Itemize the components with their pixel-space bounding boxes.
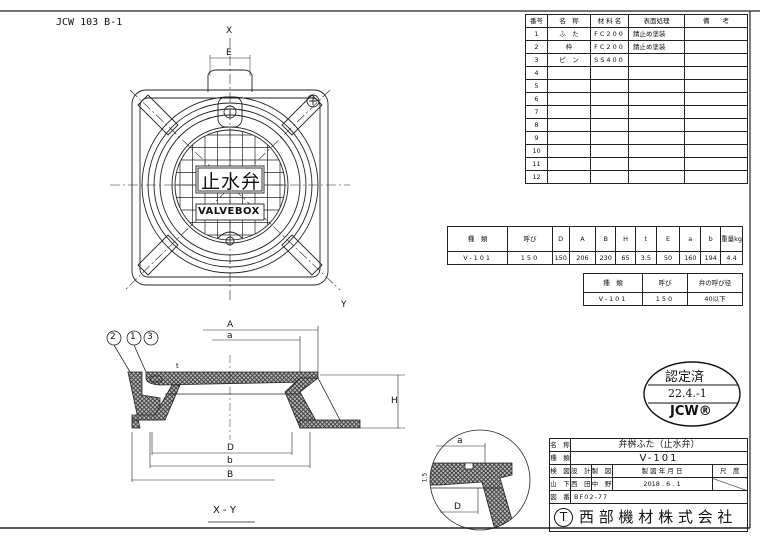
logo-icon xyxy=(223,105,237,119)
diagonal-bars xyxy=(137,94,323,276)
date-value: 2018 . 6 . 1 xyxy=(611,477,713,491)
pin-icon xyxy=(149,375,163,383)
cover-text-jp: 止水弁 xyxy=(201,171,262,193)
table-cell: 150 xyxy=(507,251,553,265)
header-cell: 重量kg xyxy=(720,226,743,252)
company-logo-icon: T xyxy=(554,508,573,527)
axis-y-label: Y xyxy=(341,300,347,310)
part-marker-1: 1 xyxy=(130,332,136,342)
company-name: 西 部 機 材 株 式 会 社 xyxy=(579,508,733,526)
dim-b: b xyxy=(227,456,233,466)
part-marker-3: 3 xyxy=(147,332,153,342)
drawing-no: BF02-77 xyxy=(570,490,748,504)
detail-dim-d: D xyxy=(454,502,461,512)
design-label: 設 計 xyxy=(570,464,592,478)
table-cell: 12 xyxy=(525,170,548,184)
dim-A: A xyxy=(227,320,234,330)
dim-e-label: E xyxy=(226,48,232,58)
type-label: 種 類 xyxy=(549,451,571,465)
dimension-lines xyxy=(131,326,405,482)
table-cell: 150 xyxy=(551,251,570,265)
table-cell: 206 xyxy=(568,251,597,265)
stamp-line2: 22.4.-1 xyxy=(668,387,707,400)
table-row: 6 xyxy=(525,92,748,106)
name-label: 名 称 xyxy=(549,438,571,452)
checker: 山 下 xyxy=(549,477,571,491)
check-label: 検 図 xyxy=(549,464,571,478)
en-text-box xyxy=(195,203,265,221)
dim-B: B xyxy=(227,470,234,480)
stamp-line1: 認定済 xyxy=(665,370,705,385)
outer-ring xyxy=(141,96,319,274)
table-row: 10 xyxy=(525,144,748,158)
dim-a: a xyxy=(227,331,233,341)
table-cell: 40以下 xyxy=(687,292,743,306)
grid-circle xyxy=(171,126,289,244)
name-value: 弁桝ふた（止水弁） xyxy=(570,438,748,452)
lock-icon xyxy=(306,94,320,108)
title-block: 名 称 弁桝ふた（止水弁） 種 類 V-101 検 図 設 計 製 図 製 図 … xyxy=(549,438,748,532)
hinge-lug xyxy=(207,69,253,92)
part-markers xyxy=(106,330,159,373)
drafter: 中 野 xyxy=(590,477,613,491)
draft-label: 製 図 xyxy=(590,464,613,478)
axis-x-label: X xyxy=(226,26,233,36)
type-value: V-101 xyxy=(570,451,748,465)
dim-D: D xyxy=(227,443,234,453)
scale-label: 尺 度 xyxy=(711,464,748,478)
scale-value xyxy=(711,477,748,491)
part-marker-2: 2 xyxy=(110,332,116,342)
table-cell: V-101 xyxy=(446,251,509,265)
header-cell: 呼び xyxy=(507,226,553,252)
table-row: 11 xyxy=(525,157,748,171)
date-label: 製 図 年 月 日 xyxy=(611,464,713,478)
dim-t: t xyxy=(176,362,179,370)
cover-text-en: VALVEBOX xyxy=(198,206,260,217)
table-cell: 4.4 xyxy=(720,251,743,265)
dim-H: H xyxy=(391,396,398,406)
table-cell xyxy=(684,170,748,184)
keyhole-icon xyxy=(225,236,235,246)
table-cell: 230 xyxy=(595,251,617,265)
table-cell: 194 xyxy=(700,251,722,265)
designer: 西 田 xyxy=(570,477,592,491)
table-row: 12 xyxy=(525,170,748,184)
stamp-line3: JCW® xyxy=(670,404,712,419)
table-row: 7 xyxy=(525,105,748,119)
drawing-no-label: 図 番 xyxy=(549,490,571,504)
section-title: X - Y xyxy=(213,505,236,516)
square-frame xyxy=(131,89,329,286)
table-row: 5 xyxy=(525,79,748,93)
detail-dim-a: a xyxy=(457,436,463,446)
document-id: JCW 103 B-1 xyxy=(56,17,123,28)
table-cell: 3.5 xyxy=(634,251,657,265)
jp-text-box xyxy=(195,165,265,194)
table-cell: 65 xyxy=(615,251,636,265)
